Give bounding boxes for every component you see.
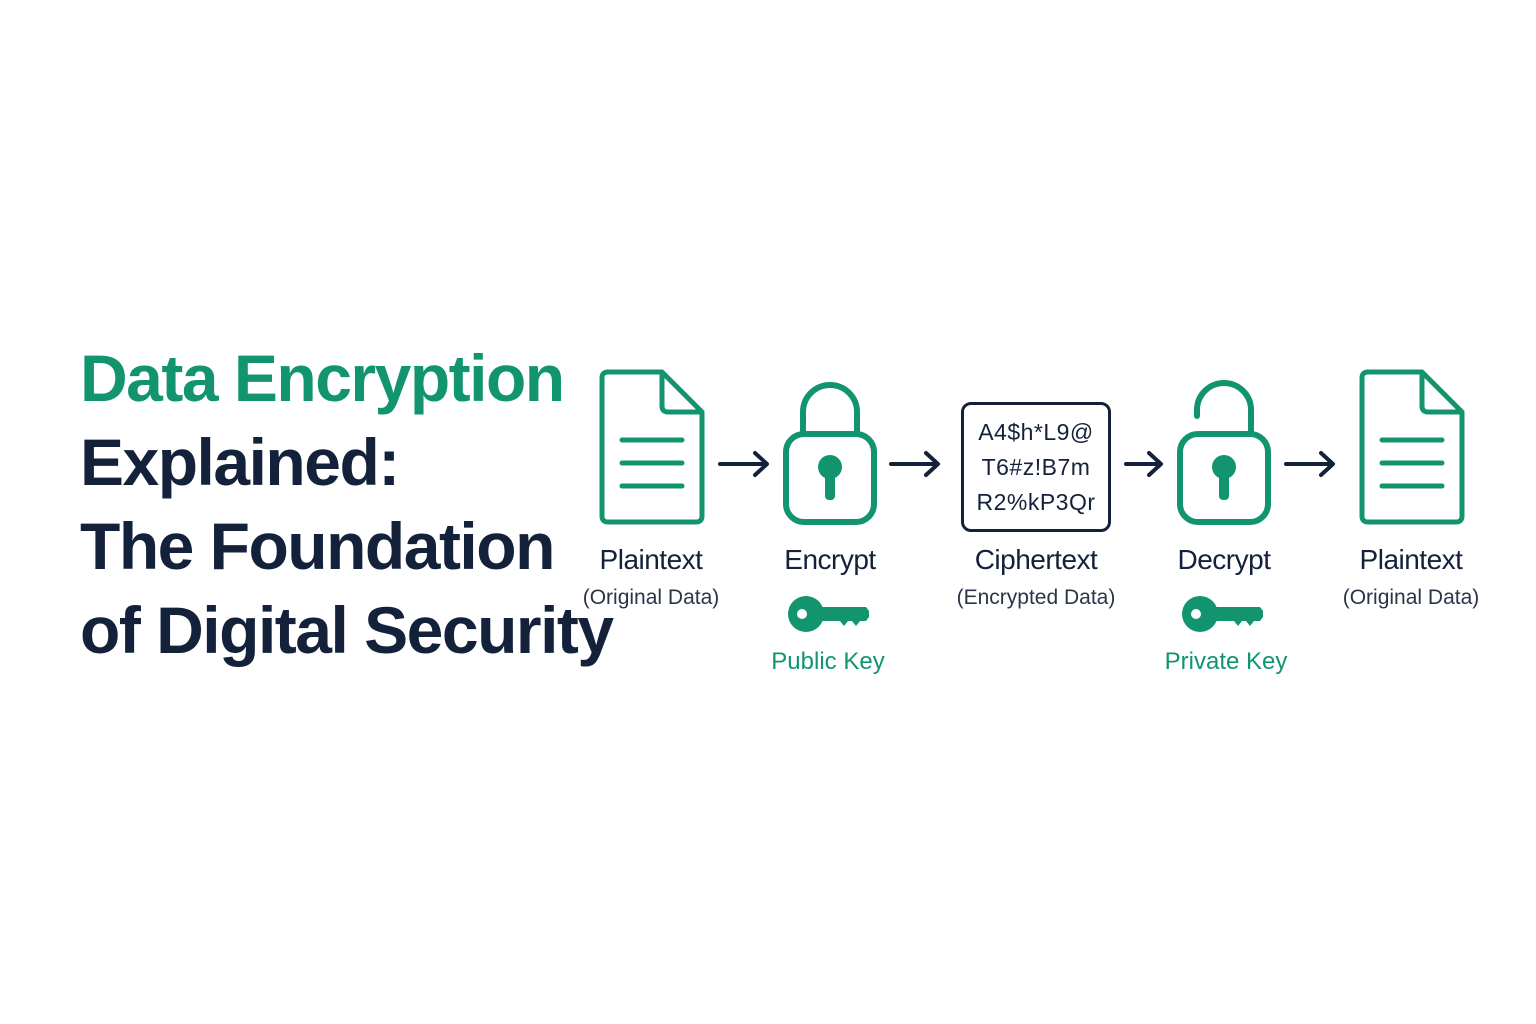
ciphertext-box: A4$h*L9@ T6#z!B7m R2%kP3Qr <box>961 402 1111 532</box>
step-ciphertext-sub: (Encrypted Data) <box>956 586 1116 609</box>
title-line-4: of Digital Security <box>80 593 614 667</box>
document-icon <box>599 369 705 525</box>
title-line-2: Explained: <box>80 425 400 499</box>
title-line-3: The Foundation <box>80 509 555 583</box>
step-plaintext-sub: (Original Data) <box>582 586 720 609</box>
step-plaintext-output-sub: (Original Data) <box>1342 586 1480 609</box>
ciphertext-line: A4$h*L9@ <box>978 418 1094 445</box>
unlocked-padlock-icon <box>1177 380 1271 525</box>
locked-padlock-icon <box>783 382 877 525</box>
diagram-title: Data Encryption Explained: The Foundatio… <box>80 336 614 672</box>
document-icon <box>1359 369 1465 525</box>
arrow-right-icon <box>718 451 769 477</box>
key-icon <box>1182 596 1263 632</box>
title-line-1: Data Encryption <box>80 341 565 415</box>
step-plaintext-label: Plaintext <box>599 544 703 575</box>
step-decrypt-label: Decrypt <box>1177 544 1271 575</box>
arrow-right-icon <box>1284 451 1335 477</box>
public-key-label: Public Key <box>771 648 885 675</box>
step-ciphertext-label: Ciphertext <box>974 544 1098 575</box>
ciphertext-line: T6#z!B7m <box>981 453 1091 480</box>
private-key-label: Private Key <box>1164 648 1288 675</box>
step-encrypt-label: Encrypt <box>784 544 876 575</box>
arrow-right-icon <box>1124 451 1163 477</box>
arrow-right-icon <box>889 451 940 477</box>
ciphertext-line: R2%kP3Qr <box>976 488 1096 515</box>
key-icon <box>788 596 869 632</box>
step-plaintext-output-label: Plaintext <box>1359 544 1463 575</box>
